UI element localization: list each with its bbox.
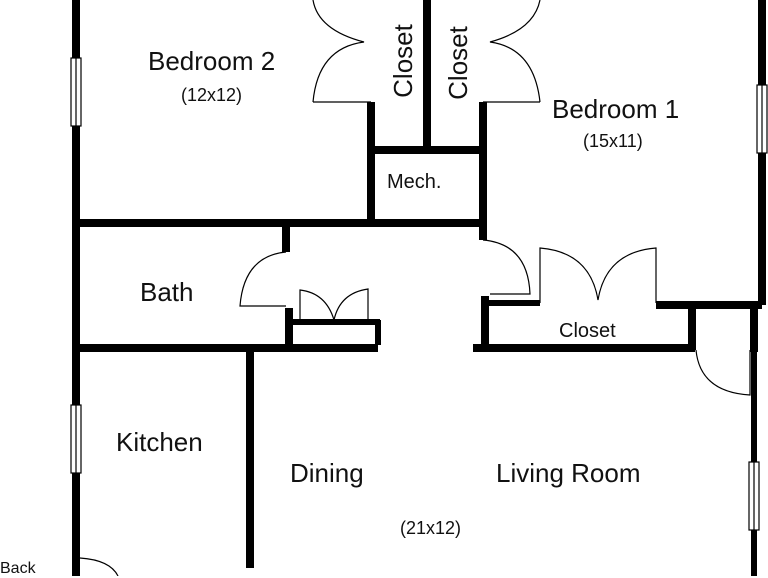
door-swing-bath bbox=[239, 251, 287, 307]
room-label-mech: Mech. bbox=[387, 171, 442, 193]
room-label-bedroom1: Bedroom 1 bbox=[552, 94, 680, 124]
door-swing-hall-closet bbox=[539, 247, 657, 303]
door-swing-entry bbox=[695, 349, 751, 396]
door-swing-bedroom1 bbox=[482, 239, 531, 295]
room-size-bedroom1: (15x11) bbox=[583, 131, 643, 151]
room-label-kitchen: Kitchen bbox=[116, 427, 203, 457]
room-size-bedroom2: (12x12) bbox=[181, 85, 243, 105]
door-swing-linen bbox=[299, 288, 369, 321]
room-label-bath: Bath bbox=[140, 277, 194, 307]
room-size-living-dining: (21x12) bbox=[400, 518, 462, 538]
room-label-closet-right: Closet bbox=[443, 26, 473, 100]
room-label-closet-hall: Closet bbox=[559, 320, 616, 342]
door-swing-closet-left bbox=[312, 0, 365, 103]
room-label-back: Back bbox=[0, 560, 36, 577]
room-label-bedroom2: Bedroom 2 bbox=[148, 46, 276, 76]
door-swing-closet-right bbox=[489, 0, 541, 103]
room-label-dining: Dining bbox=[290, 458, 364, 488]
room-label-living: Living Room bbox=[496, 458, 641, 488]
room-label-closet-left: Closet bbox=[388, 24, 418, 98]
door-swing-back bbox=[79, 557, 119, 576]
